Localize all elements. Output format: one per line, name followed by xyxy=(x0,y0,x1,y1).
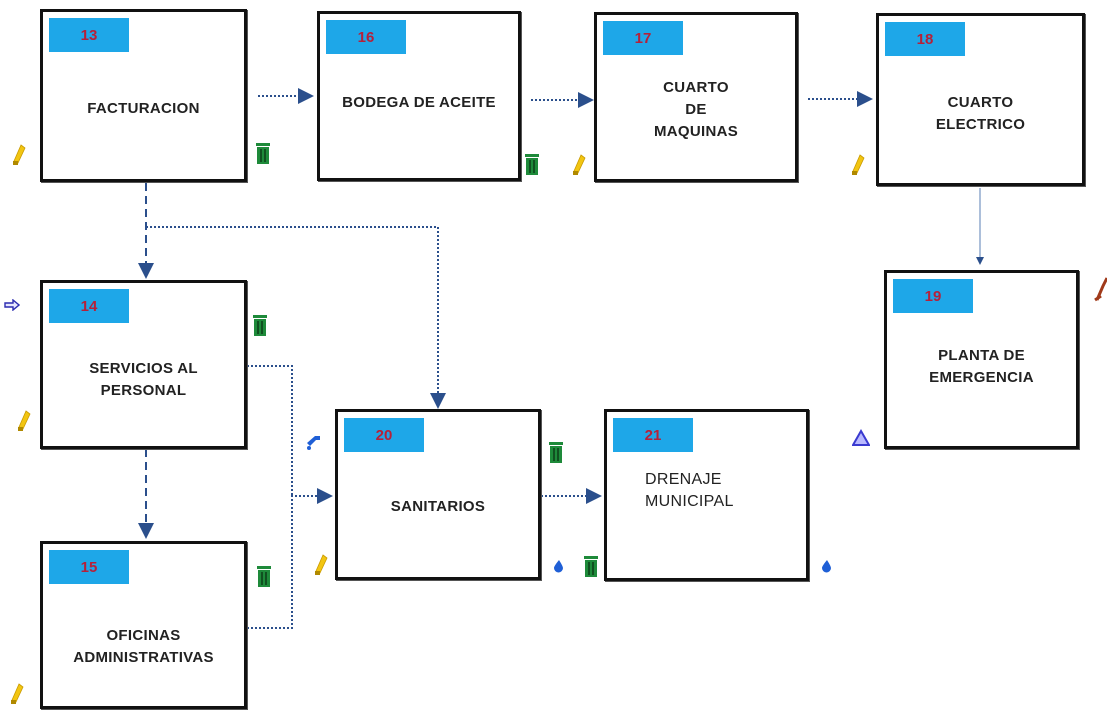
right-arrow-icon xyxy=(4,299,20,311)
node-facturacion: 13 FACTURACION xyxy=(40,9,247,182)
trash-bin-icon xyxy=(525,154,539,175)
node-servicios-al-personal: 14 SERVICIOS AL PERSONAL xyxy=(40,280,247,449)
node-label: CUARTO DE MAQUINAS xyxy=(653,79,739,140)
node-label: BODEGA DE ACEITE xyxy=(342,94,496,111)
node-sanitarios: 20 SANITARIOS xyxy=(335,409,541,580)
arrow-13-20 xyxy=(146,226,446,409)
node-number-badge: 19 xyxy=(893,279,973,313)
lightbulb-icon xyxy=(11,683,24,704)
faucet-icon xyxy=(307,436,320,450)
arrow-15-20 xyxy=(247,488,333,629)
node-label: PLANTA DE EMERGENCIA xyxy=(929,347,1034,386)
trash-bin-icon xyxy=(256,143,270,164)
node-label: SANITARIOS xyxy=(390,498,486,515)
node-label: DRENAJE MUNICIPAL xyxy=(645,471,734,510)
node-label: FACTURACION xyxy=(87,100,200,117)
node-drenaje-municipal: 21 DRENAJE MUNICIPAL xyxy=(604,409,809,581)
node-cuarto-de-maquinas: 17 CUARTO DE MAQUINAS xyxy=(594,12,798,182)
trash-bin-icon xyxy=(257,566,271,587)
node-cuarto-electrico: 18 CUARTO ELECTRICO xyxy=(876,13,1085,186)
node-planta-de-emergencia: 19 PLANTA DE EMERGENCIA xyxy=(884,270,1079,449)
node-number-badge: 21 xyxy=(613,418,693,452)
node-label: SERVICIOS AL PERSONAL xyxy=(89,360,198,399)
lightbulb-icon xyxy=(852,154,865,175)
fuel-pump-icon xyxy=(1094,277,1107,302)
triangle-warning-icon xyxy=(852,429,870,446)
node-label: CUARTO ELECTRICO xyxy=(935,94,1026,133)
node-number-badge: 20 xyxy=(344,418,424,452)
node-bodega-de-aceite: 16 BODEGA DE ACEITE xyxy=(317,11,521,181)
arrow-14-20 xyxy=(247,365,293,496)
trash-bin-icon xyxy=(253,315,267,336)
water-drop-icon xyxy=(822,560,831,573)
lightbulb-icon xyxy=(315,554,328,575)
trash-bin-icon xyxy=(584,556,598,577)
lightbulb-icon xyxy=(573,154,586,175)
water-drop-icon xyxy=(554,560,563,573)
node-number-badge: 17 xyxy=(603,21,683,55)
lightbulb-icon xyxy=(13,144,26,165)
node-number-badge: 14 xyxy=(49,289,129,323)
node-number-badge: 16 xyxy=(326,20,406,54)
node-number-badge: 18 xyxy=(885,22,965,56)
node-label: OFICINAS ADMINISTRATIVAS xyxy=(73,627,214,666)
node-number-badge: 15 xyxy=(49,550,129,584)
node-oficinas-administrativas: 15 OFICINAS ADMINISTRATIVAS xyxy=(40,541,247,709)
lightbulb-icon xyxy=(18,410,31,431)
trash-bin-icon xyxy=(549,442,563,463)
node-number-badge: 13 xyxy=(49,18,129,52)
